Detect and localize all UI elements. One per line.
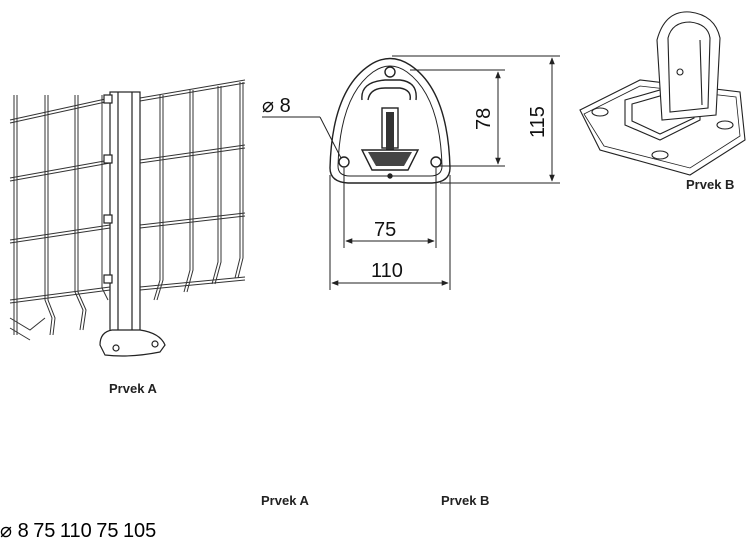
diagram-stage: ⌀ 8 78 115 75 110: [0, 11, 746, 542]
fence-caption: Prvek A: [109, 381, 157, 396]
part-b-hole-spacing-label: 75: [96, 520, 119, 542]
part-a-top-view: [329, 57, 451, 184]
part-a-hole-spacing-label: 75: [374, 219, 396, 241]
fence-post: [99, 91, 166, 357]
part-a-total-height-label: 115: [527, 106, 549, 138]
part-b-isometric-caption: Prvek B: [686, 177, 735, 192]
fence-vertical-wires-left: [13, 95, 109, 336]
part-b-photo-caption: Prvek B: [441, 493, 490, 508]
part-a-total-width-label: 110: [371, 260, 403, 282]
part-a-dimensions: [262, 55, 560, 290]
fence-vertical-wires-right: [153, 82, 244, 301]
part-a-hole-diameter-label: ⌀ 8: [262, 95, 291, 117]
technical-drawing: ⌀ 8 78 115 75 110: [9, 11, 746, 357]
part-a-inner-height-label: 78: [473, 108, 495, 130]
part-b-total-height-label: 110: [59, 520, 92, 542]
part-b-total-width-label: 105: [122, 520, 157, 542]
fence-illustration: [9, 79, 246, 341]
part-b-isometric: [579, 11, 746, 176]
part-a-photo-caption: Prvek A: [261, 493, 309, 508]
part-b-hole-diameter-label: ⌀ 8: [0, 520, 29, 542]
part-b-hole-vertical-label: 75: [33, 520, 56, 542]
